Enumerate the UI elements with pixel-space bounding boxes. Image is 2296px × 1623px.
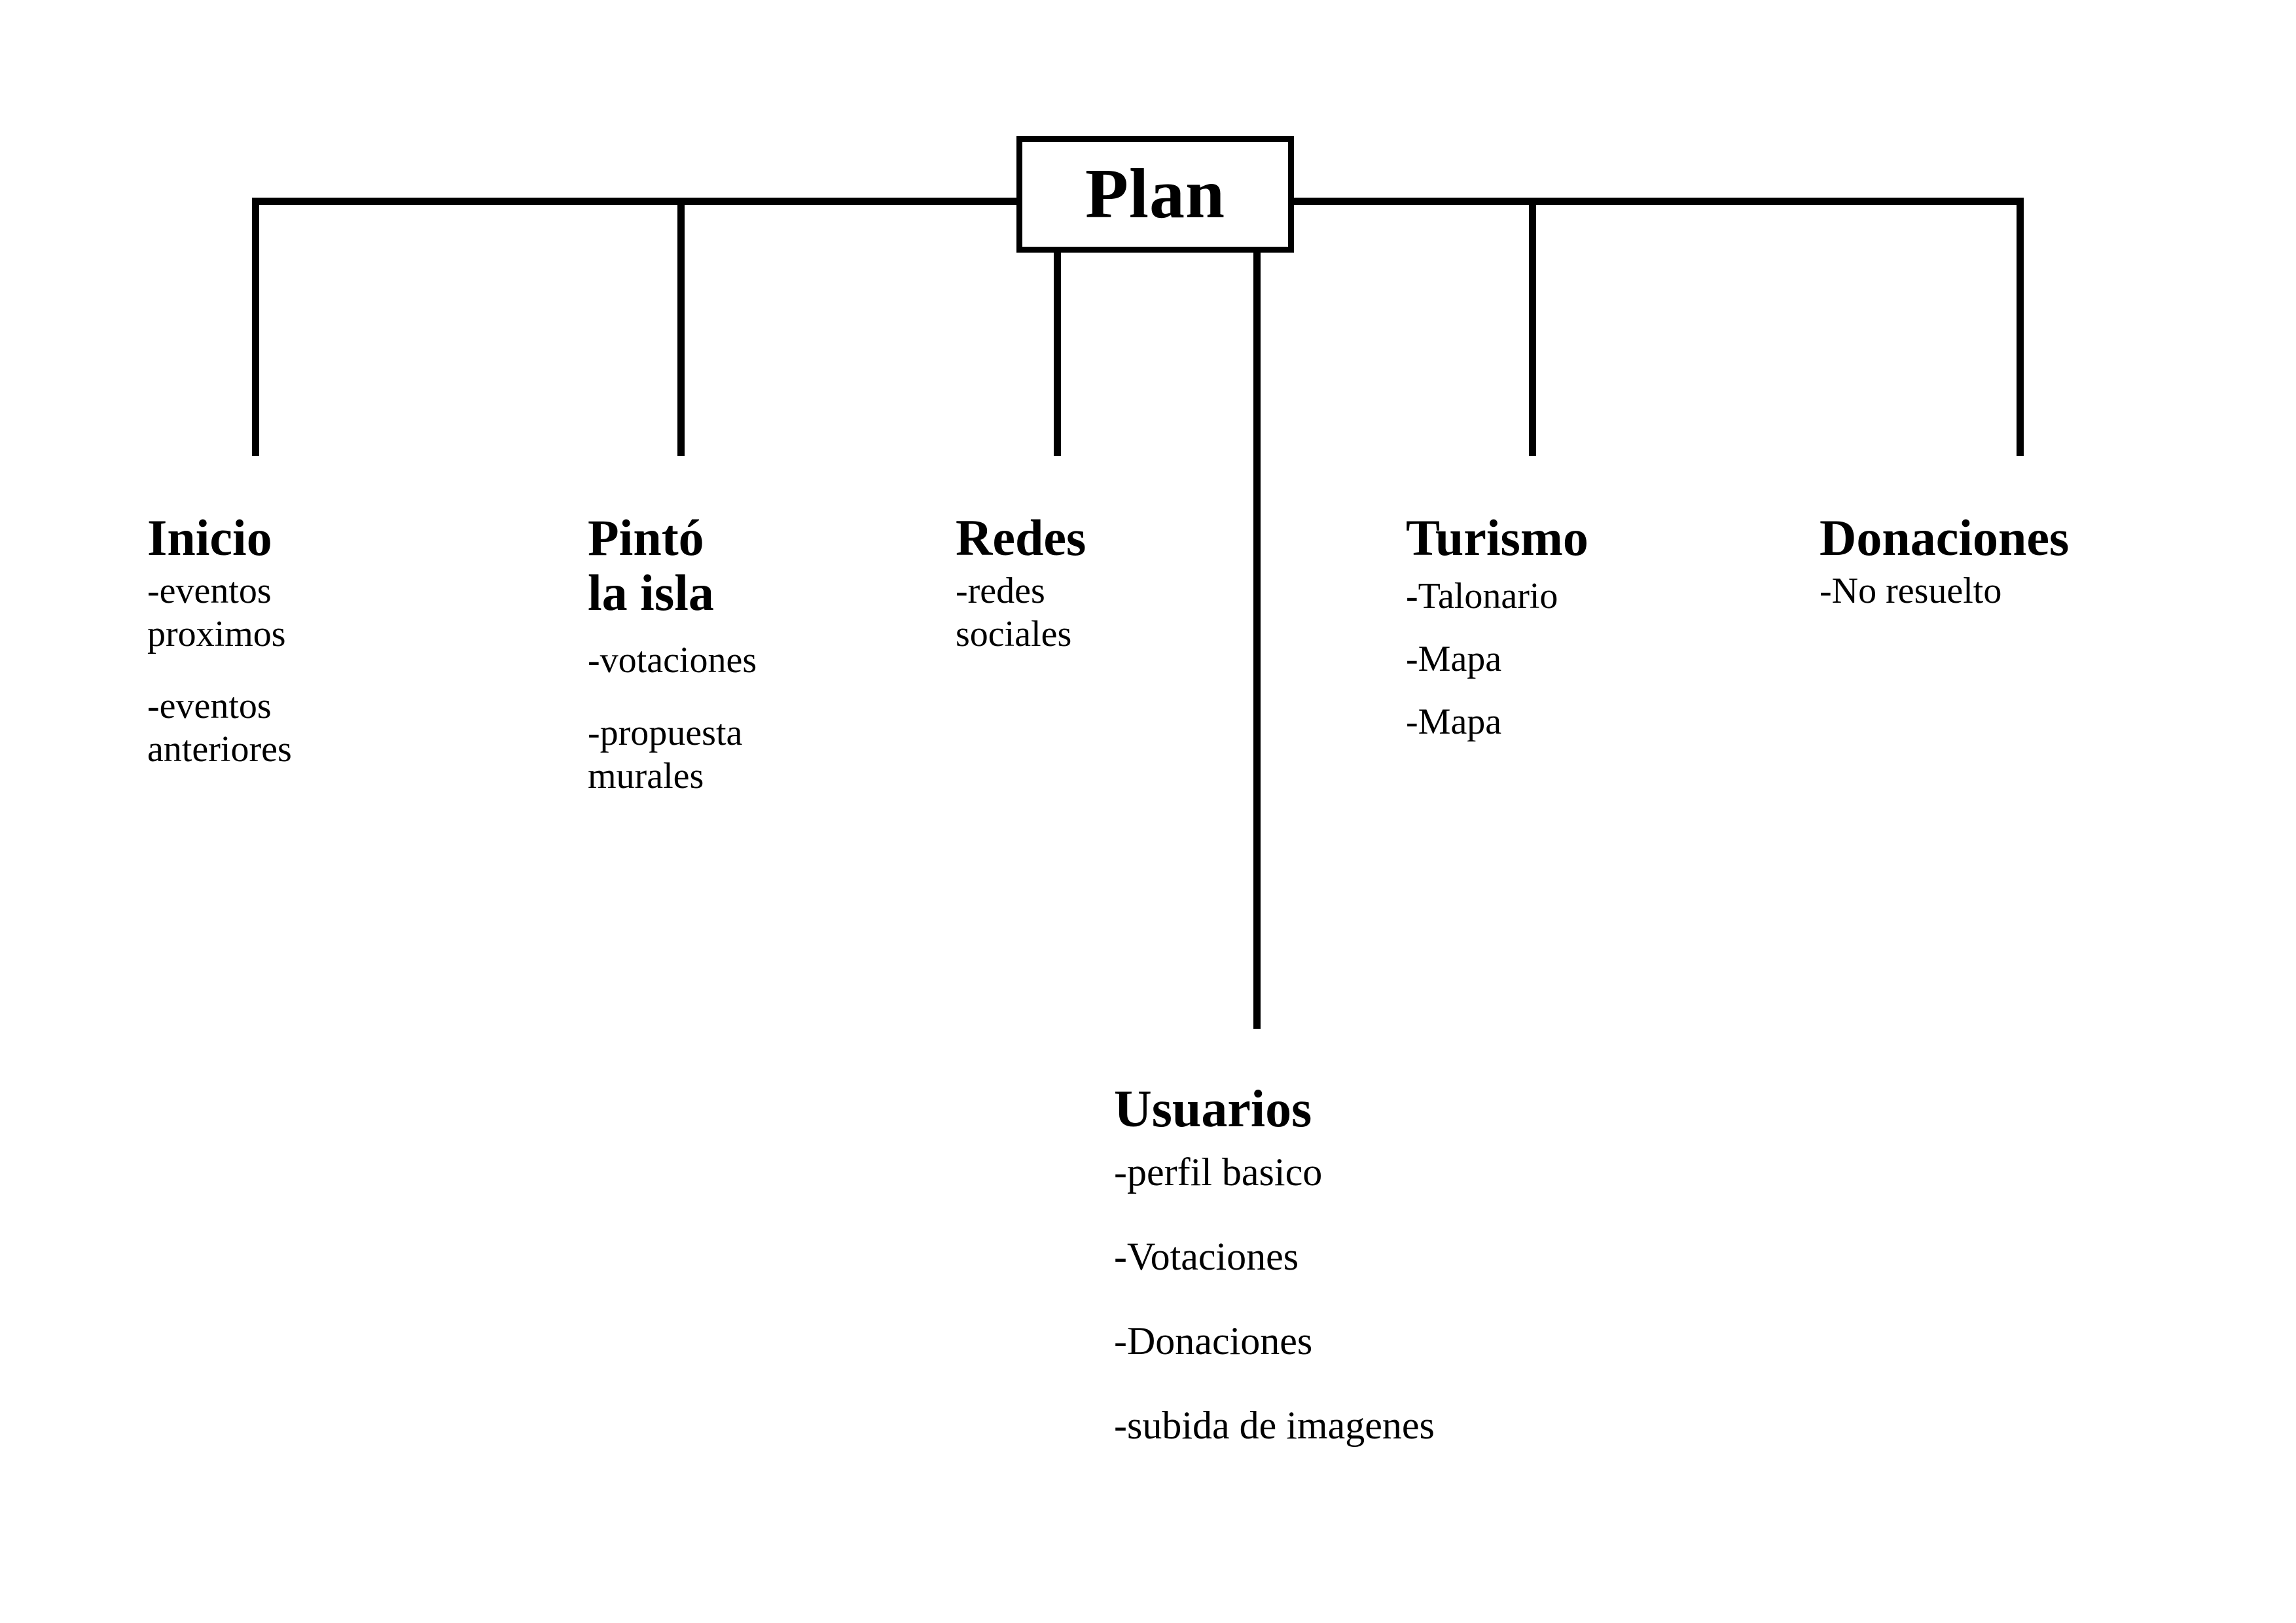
list-item: -Talonario bbox=[1406, 576, 1558, 617]
connector-bus-left bbox=[252, 198, 1019, 205]
list-item: -redes sociales bbox=[956, 571, 1072, 655]
connector-drop-usuarios bbox=[1253, 249, 1261, 1029]
list-item: -Donaciones bbox=[1114, 1319, 1313, 1363]
list-item: -subida de imagenes bbox=[1114, 1403, 1435, 1447]
list-item: -Mapa bbox=[1406, 702, 1502, 743]
branch-items-pinto-la-isla: -votaciones -propuesta murales bbox=[588, 639, 994, 797]
list-item: -Mapa bbox=[1406, 639, 1502, 680]
branch-items-redes: -redes sociales bbox=[956, 569, 1230, 656]
list-item: -eventos anteriores bbox=[147, 686, 292, 770]
branch-title-usuarios: Usuarios bbox=[1114, 1080, 1312, 1138]
branch-items-inicio: -eventos proximos -eventos anteriores bbox=[147, 569, 540, 771]
list-item: -propuesta murales bbox=[588, 712, 743, 796]
branch-items-donaciones: -No resuelto bbox=[1820, 569, 2265, 613]
branch-items-turismo: -Talonario -Mapa -Mapa bbox=[1406, 575, 1812, 743]
root-node-label: Plan bbox=[1085, 155, 1226, 233]
branch-turismo[interactable]: Turismo -Talonario -Mapa -Mapa bbox=[1406, 510, 1812, 763]
connector-drop-donaciones bbox=[2017, 198, 2024, 456]
list-item: -perfil basico bbox=[1114, 1150, 1323, 1194]
branch-items-usuarios: -perfil basico -Votaciones -Donaciones -… bbox=[1114, 1149, 1703, 1448]
list-item: -eventos proximos bbox=[147, 571, 286, 655]
branch-donaciones[interactable]: Donaciones -No resuelto bbox=[1820, 510, 2265, 627]
list-item: -No resuelto bbox=[1820, 571, 2002, 612]
branch-inicio[interactable]: Inicio -eventos proximos -eventos anteri… bbox=[147, 510, 540, 800]
branch-usuarios[interactable]: Usuarios -perfil basico -Votaciones -Don… bbox=[1114, 1081, 1703, 1487]
list-item: -votaciones bbox=[588, 640, 757, 681]
branch-title-pinto-la-isla: Pintó la isla bbox=[588, 509, 714, 622]
branch-redes[interactable]: Redes -redes sociales bbox=[956, 510, 1230, 670]
branch-title-redes: Redes bbox=[956, 509, 1086, 566]
branch-pinto-la-isla[interactable]: Pintó la isla -votaciones -propuesta mur… bbox=[588, 510, 994, 827]
list-item: -Votaciones bbox=[1114, 1235, 1299, 1279]
branch-title-donaciones: Donaciones bbox=[1820, 509, 2070, 566]
connector-drop-inicio bbox=[252, 198, 259, 456]
connector-bus-right bbox=[1291, 198, 2024, 205]
connector-drop-turismo bbox=[1529, 198, 1536, 456]
root-node-plan[interactable]: Plan bbox=[1016, 136, 1294, 253]
branch-title-inicio: Inicio bbox=[147, 509, 272, 566]
connector-drop-redes bbox=[1054, 249, 1061, 456]
connector-drop-pinto-la-isla bbox=[677, 198, 685, 456]
branch-title-turismo: Turismo bbox=[1406, 509, 1588, 566]
